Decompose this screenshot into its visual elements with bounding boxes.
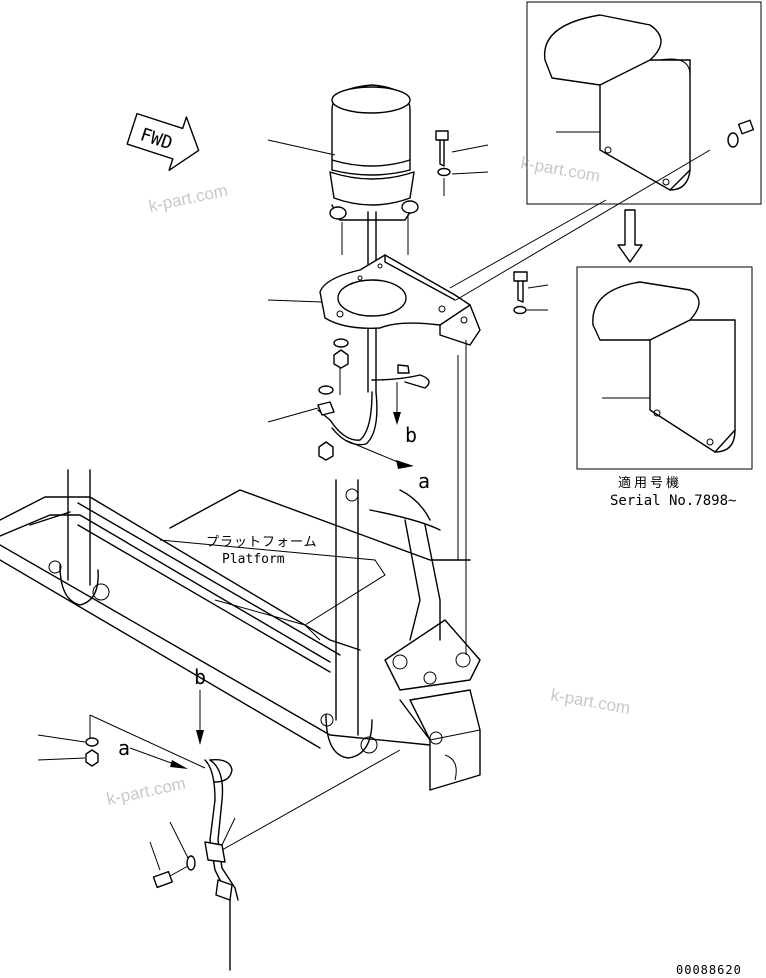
fwd-direction-arrow: FWD	[126, 112, 200, 171]
watermark-1: k-part.com	[147, 181, 229, 216]
bolt-set-top	[435, 130, 528, 315]
lamp-bracket	[318, 254, 481, 461]
applicable-label-jp: 適用号機	[618, 475, 682, 491]
callout-a-lower: a	[118, 736, 130, 760]
inset-arrow	[617, 209, 643, 263]
platform-label-jp: プラットフォーム	[206, 535, 318, 550]
inset-cover-new	[576, 266, 753, 470]
ground-wire-upper	[317, 364, 430, 469]
figure-number: 00088620	[676, 963, 742, 977]
machine-frame	[0, 340, 481, 791]
leader-lines	[37, 131, 650, 871]
ground-wire-lower	[85, 690, 401, 971]
inset-cover	[449, 1, 762, 301]
watermark-4: k-part.com	[105, 774, 187, 809]
callout-a-upper: a	[418, 469, 430, 493]
watermark-2: k-part.com	[519, 153, 601, 186]
serial-label: Serial No.7898~	[610, 493, 736, 509]
rotary-beacon-lamp	[329, 84, 419, 393]
callout-b-upper: b	[405, 423, 417, 447]
watermark-3: k-part.com	[549, 685, 631, 718]
platform-label-en: Platform	[222, 552, 285, 567]
callout-b-lower: b	[194, 665, 206, 689]
